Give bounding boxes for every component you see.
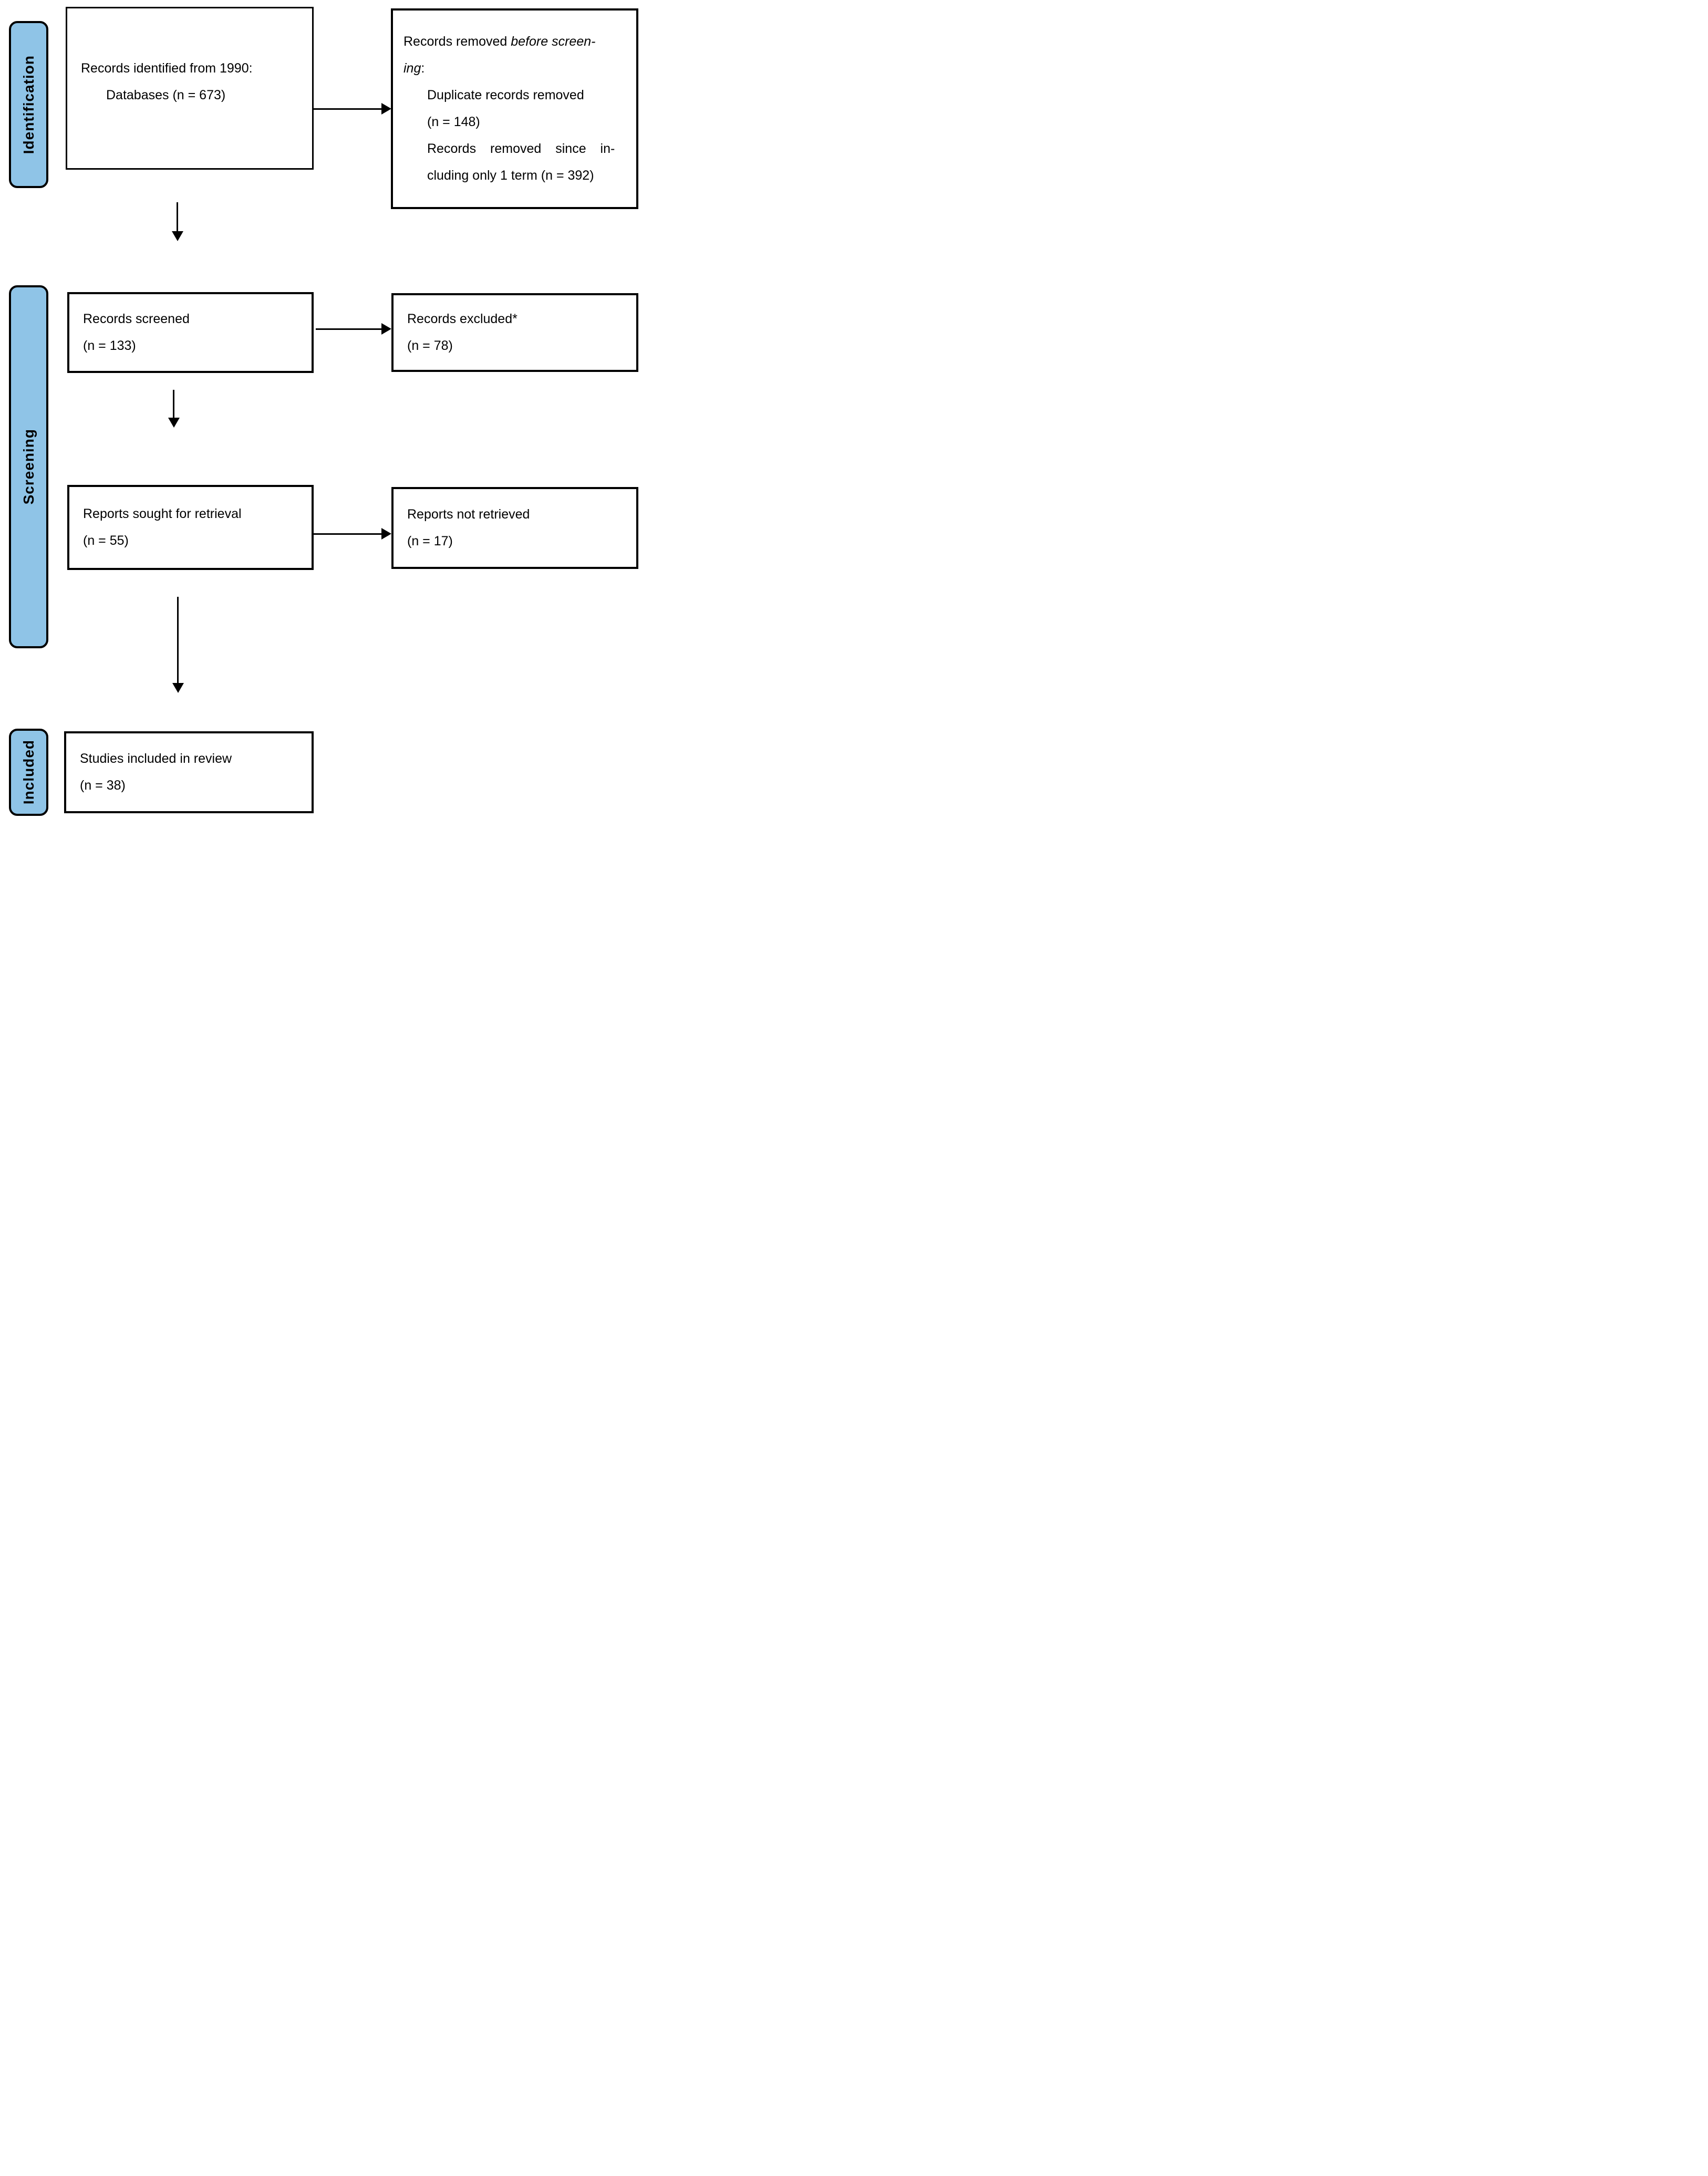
- stage-identification: Identification: [9, 21, 48, 188]
- box-studies-included: Studies included in review (n = 38): [64, 731, 314, 813]
- arrow-head-right-icon: [381, 103, 391, 115]
- stage-included-label: Included: [20, 740, 37, 805]
- records-screened-line2: (n = 133): [83, 338, 136, 353]
- box-records-excluded: Records excluded* (n = 78): [391, 293, 638, 372]
- box-reports-sought: Reports sought for retrieval (n = 55): [67, 485, 314, 570]
- arrow-line: [177, 202, 178, 232]
- prisma-flow-diagram: Identification Screening Included Record…: [0, 0, 641, 816]
- records-identified-line2: Databases (n = 673): [106, 87, 226, 102]
- arrow-line: [173, 390, 174, 418]
- arrow-head-down-icon: [172, 231, 183, 241]
- reports-not-retrieved-line2: (n = 17): [407, 534, 453, 548]
- records-removed-intro-line1: Records removed before screen-: [403, 34, 596, 49]
- arrow-line: [316, 328, 382, 330]
- reports-sought-line1: Reports sought for retrieval: [83, 506, 242, 521]
- records-removed-item1-line2: (n = 148): [427, 115, 480, 129]
- records-identified-line1: Records identified from 1990:: [81, 60, 253, 76]
- records-removed-item1-line1: Duplicate records removed: [427, 88, 584, 102]
- studies-included-line2: (n = 38): [80, 778, 126, 793]
- arrow-head-down-icon: [172, 683, 184, 693]
- box-reports-not-retrieved: Reports not retrieved (n = 17): [391, 487, 638, 569]
- records-removed-item2-line1: Records removed since in-: [427, 141, 615, 156]
- records-excluded-line2: (n = 78): [407, 338, 453, 353]
- stage-included: Included: [9, 729, 48, 816]
- stage-identification-label: Identification: [20, 55, 37, 154]
- arrow-head-right-icon: [381, 528, 391, 540]
- box-records-removed: Records removed before screen- ing: Dupl…: [391, 8, 638, 209]
- arrow-head-right-icon: [381, 323, 391, 335]
- arrow-head-down-icon: [168, 418, 180, 428]
- reports-not-retrieved-line1: Reports not retrieved: [407, 507, 530, 522]
- arrow-line: [177, 597, 179, 683]
- box-records-identified: Records identified from 1990: Databases …: [66, 7, 314, 170]
- records-removed-intro-line2: ing:: [403, 61, 425, 76]
- box-records-screened: Records screened (n = 133): [67, 292, 314, 373]
- arrow-line: [314, 533, 382, 535]
- arrow-line: [314, 108, 382, 110]
- stage-screening-label: Screening: [20, 429, 37, 505]
- stage-screening: Screening: [9, 285, 48, 648]
- studies-included-line1: Studies included in review: [80, 751, 232, 766]
- records-excluded-line1: Records excluded*: [407, 312, 517, 326]
- records-screened-line1: Records screened: [83, 312, 190, 326]
- reports-sought-line2: (n = 55): [83, 533, 129, 548]
- records-removed-item2-line2: cluding only 1 term (n = 392): [427, 168, 594, 183]
